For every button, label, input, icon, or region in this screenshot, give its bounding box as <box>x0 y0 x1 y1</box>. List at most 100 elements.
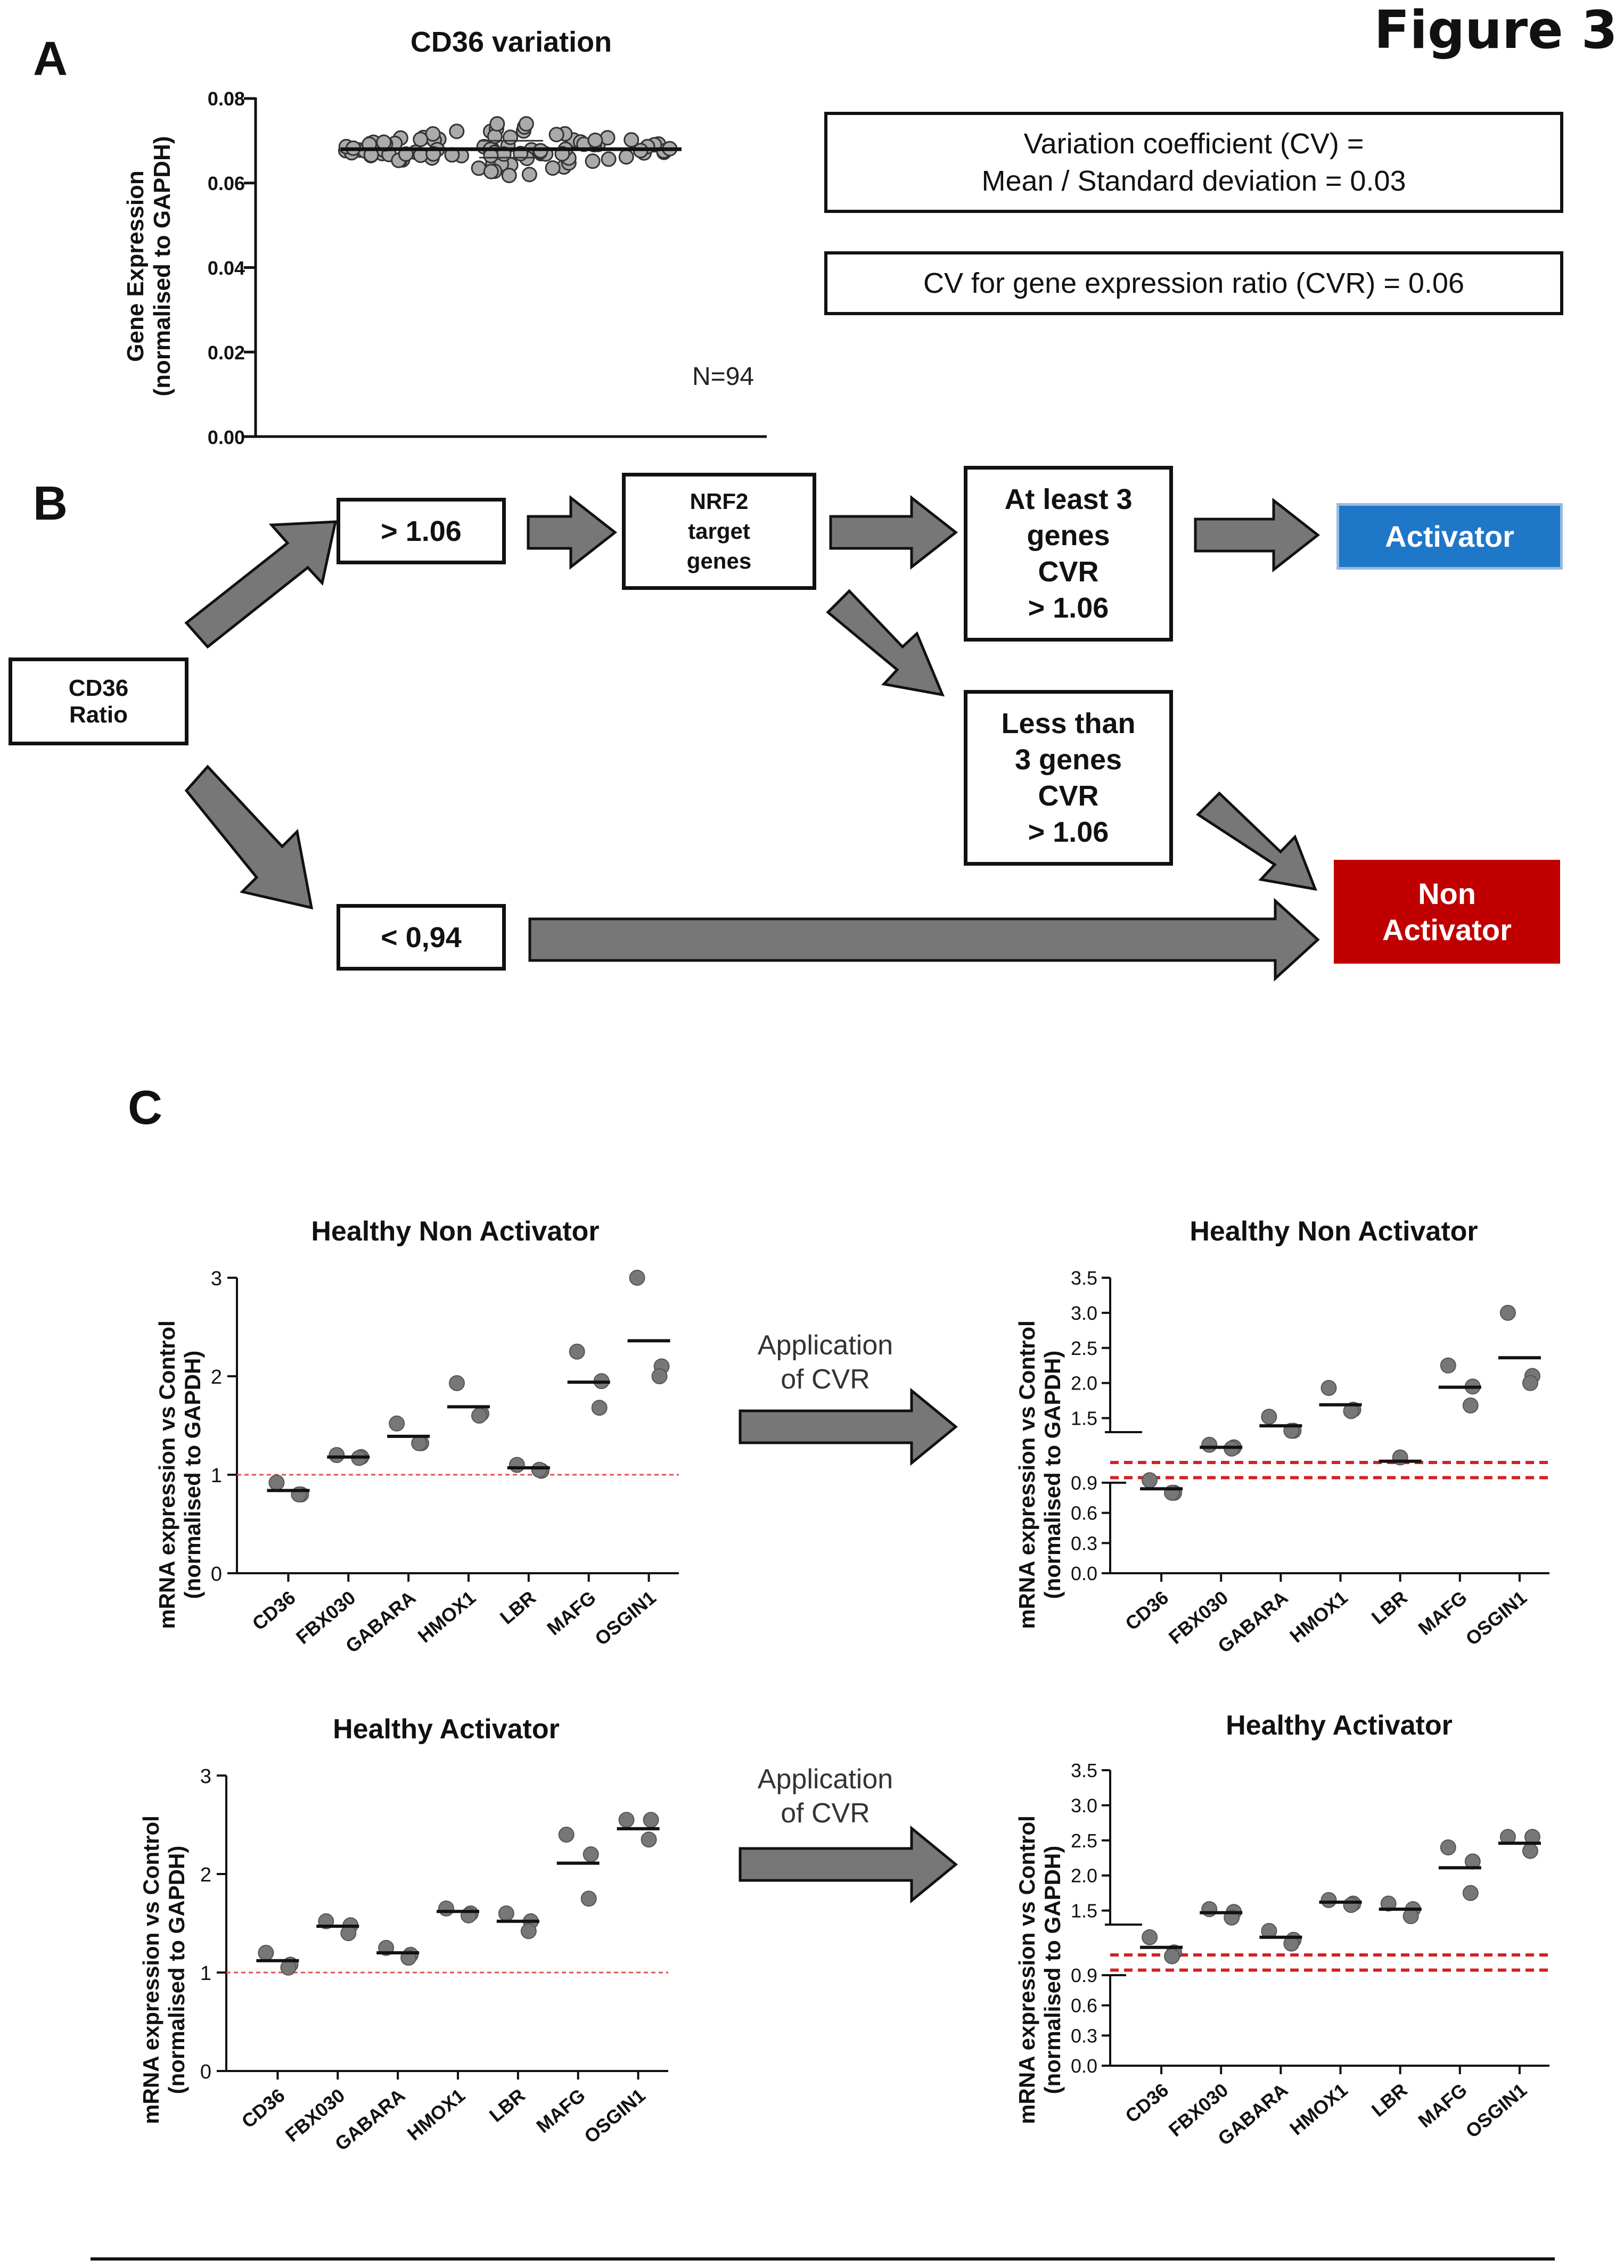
chart-ytick-label: 0 <box>200 2061 211 2083</box>
cvr-box: CV for gene expression ratio (CVR) = 0.0… <box>824 251 1563 315</box>
cv-formula-box: Variation coefficient (CV) = Mean / Stan… <box>824 112 1563 213</box>
chart-ytick-label: 0.0 <box>1071 1563 1097 1584</box>
chart-data-point <box>651 1368 668 1384</box>
chart-data-point <box>531 1461 547 1478</box>
panel-a-data-point <box>501 167 517 183</box>
chart-data-point <box>1320 1379 1337 1396</box>
chart-data-point <box>1499 1304 1516 1321</box>
chart-data-point <box>1462 1885 1479 1901</box>
nrf2-line3: genes <box>686 548 752 573</box>
chart-data-point <box>1440 1357 1456 1374</box>
application-arrow-top <box>739 1387 958 1466</box>
panel-a-data-point <box>624 132 639 148</box>
chart-title: Healthy Activator <box>333 1714 560 1745</box>
application-line1: Application <box>757 1330 893 1361</box>
lt-threshold-text: < 0,94 <box>381 921 462 954</box>
chart-data-point <box>520 1923 537 1940</box>
chart-data-point <box>1142 1929 1158 1945</box>
chart-ytick-label: 1 <box>200 1962 211 1985</box>
cd36-ratio-line2: Ratio <box>69 701 128 728</box>
chart-data-point <box>449 1375 465 1391</box>
chart-data-point <box>1462 1397 1479 1414</box>
arrow-right-long <box>528 898 1320 982</box>
chart-data-point <box>1261 1409 1277 1425</box>
chart-ytick-label: 0.3 <box>1071 2025 1097 2047</box>
panel-a-data-point <box>521 167 537 183</box>
atleast-line2: genes <box>1027 520 1110 552</box>
cvr-text: CV for gene expression ratio (CVR) = 0.0… <box>923 267 1464 299</box>
panel-a-n-label: N=94 <box>692 363 754 391</box>
lt-threshold-box: < 0,94 <box>337 904 506 971</box>
application-arrow-bottom <box>739 1825 958 1904</box>
application-line1: Application <box>757 1764 893 1795</box>
chart-ytick-label: 2 <box>211 1366 222 1388</box>
panel-a-data-point <box>585 153 601 169</box>
chart-ytick-label: 0.6 <box>1071 1995 1097 2017</box>
arrow-right-2 <box>829 495 958 570</box>
atleast-line1: At least 3 <box>1004 483 1133 515</box>
panel-a-ytick: 0.00 <box>207 426 245 448</box>
arrow-up-diagonal <box>184 520 338 649</box>
chart-ytick-label: 3.5 <box>1071 1760 1097 1781</box>
chart-data-point <box>1440 1839 1456 1855</box>
chart-data-point <box>1380 1895 1397 1912</box>
chart-ytick-label: 0.6 <box>1071 1502 1097 1524</box>
chart-ytick-label: 1.5 <box>1071 1408 1097 1429</box>
non-activator-line1: Non <box>1418 876 1476 910</box>
panel-a-data-point <box>587 132 603 148</box>
chart-ytick-label: 3 <box>211 1268 222 1290</box>
panel-a-chart <box>244 97 767 438</box>
bottom-rule <box>91 2257 1555 2261</box>
chart-ytick-label: 0.9 <box>1071 1472 1097 1494</box>
nrf2-line1: NRF2 <box>690 489 749 514</box>
arrow-right-1 <box>527 495 618 570</box>
flowchart-arrows <box>184 495 1320 982</box>
chart-data-point <box>558 1827 575 1843</box>
panel-a-data-point <box>413 132 429 147</box>
panel-a-data-point <box>518 116 534 132</box>
panel-b-letter: B <box>33 477 68 530</box>
chart-ytick-label: 3.0 <box>1071 1302 1097 1324</box>
arrow-down-diagonal-1 <box>826 589 945 697</box>
chart-data-point <box>389 1415 405 1432</box>
less-than-3-genes-box: Less than 3 genes CVR > 1.06 <box>964 690 1173 866</box>
chart-data-point <box>329 1447 345 1463</box>
chart-ytick-label: 2.5 <box>1071 1830 1097 1852</box>
chart-data-point <box>569 1343 585 1360</box>
panel-a-data-point <box>449 124 465 139</box>
chart-ytick-label: 0.9 <box>1071 1965 1097 1986</box>
atleast-line3: CVR <box>1038 556 1099 588</box>
cv-formula-line1: Variation coefficient (CV) = <box>1023 128 1364 160</box>
chart-ytick-label: 3.5 <box>1071 1267 1097 1289</box>
chart-data-point <box>1522 1375 1538 1391</box>
panel-a-data-point <box>425 126 441 142</box>
application-cvr-text: Application of CVR <box>735 1328 916 1396</box>
less-line1: Less than <box>1001 708 1136 739</box>
panel-a-title: CD36 variation <box>410 26 612 58</box>
chart-title: Healthy Activator <box>1226 1710 1453 1741</box>
less-line4: > 1.06 <box>1028 816 1109 848</box>
arrow-down-diagonal-2 <box>1196 791 1317 891</box>
arrow-down-diagonal-3 <box>184 765 314 910</box>
chart-ytick-label: 1 <box>211 1465 222 1487</box>
chart-ytick-label: 2 <box>200 1864 211 1886</box>
at-least-3-genes-box: At least 3 genes CVR > 1.06 <box>964 466 1173 642</box>
chart-title: Healthy Non Activator <box>1190 1216 1478 1247</box>
panel-a-ytick: 0.06 <box>207 172 245 194</box>
atleast-line4: > 1.06 <box>1028 592 1109 624</box>
cd36-ratio-line1: CD36 <box>68 675 129 701</box>
cd36-ratio-box: CD36 Ratio <box>9 658 188 745</box>
less-line2: 3 genes <box>1014 744 1122 776</box>
chart-ytick-label: 3.0 <box>1071 1795 1097 1817</box>
chart-ytick-label: 0.3 <box>1071 1532 1097 1554</box>
nrf2-target-genes-box: NRF2 target genes <box>622 473 816 590</box>
panel-a-data-point <box>489 116 505 132</box>
nrf2-line2: target <box>688 519 750 544</box>
chart-data-point <box>641 1831 657 1848</box>
panel-a-data-point <box>545 160 561 176</box>
gt-threshold-box: > 1.06 <box>337 498 506 564</box>
figure-label: Figure 3 <box>1374 0 1618 61</box>
chart-ytick-label: 0.0 <box>1071 2055 1097 2077</box>
